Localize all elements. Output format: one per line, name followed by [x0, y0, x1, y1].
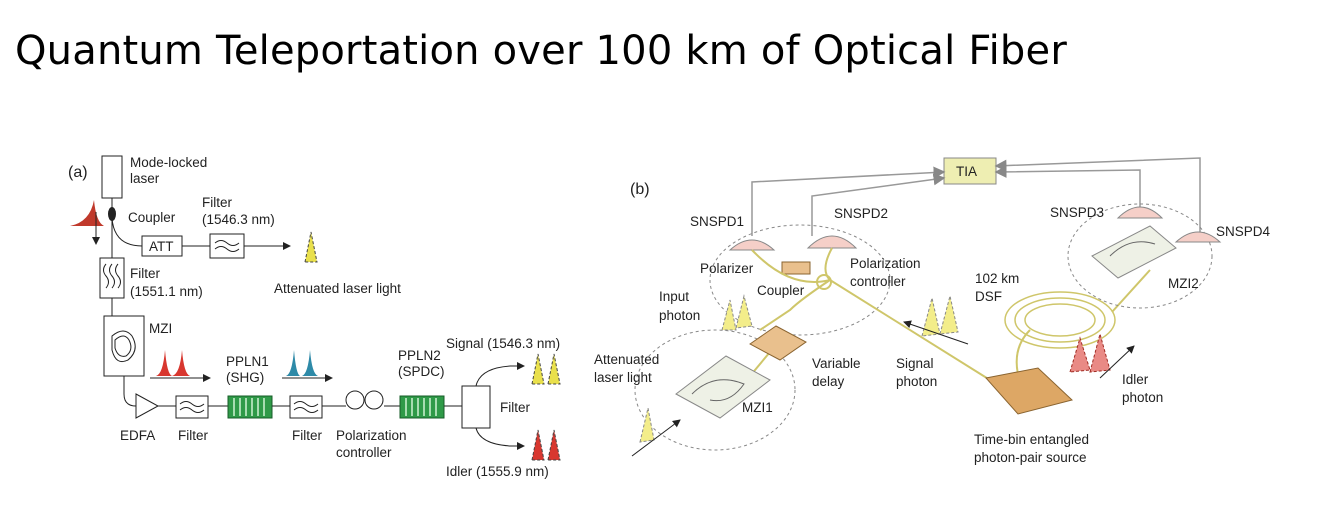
- signal-pulses-icon: [531, 353, 561, 385]
- idler-photon-label-1: Idler: [1122, 372, 1149, 387]
- coupler-b-label: Coupler: [757, 283, 805, 298]
- edfa-label: EDFA: [120, 428, 155, 443]
- panel-a-label: (a): [68, 164, 88, 181]
- pol-controller-b-label-1: Polarization: [850, 256, 921, 271]
- mzi1-label: MZI1: [742, 400, 773, 415]
- snspd1-label: SNSPD1: [690, 214, 744, 229]
- source-label-1: Time-bin entangled: [974, 432, 1089, 447]
- signal-label: Signal (1546.3 nm): [446, 336, 560, 351]
- mzi-label: MZI: [149, 321, 172, 336]
- attenuated-light-label: Attenuated laser light: [274, 281, 401, 296]
- detection-region-1: [709, 224, 891, 336]
- attenuated-b-label-1: Attenuated: [594, 352, 659, 367]
- mzi-box: [103, 315, 145, 377]
- pair-source-box: [985, 367, 1074, 415]
- filter-top-label-2: (1546.3 nm): [202, 212, 275, 227]
- filter-top-label-1: Filter: [202, 195, 233, 210]
- mzi2-label: MZI2: [1168, 276, 1199, 291]
- idler-label: Idler (1555.9 nm): [446, 464, 549, 479]
- interferometer-region: [634, 329, 796, 451]
- idler-photon-pulses-icon: [1069, 332, 1111, 373]
- attenuated-pulse-icon: [304, 231, 318, 263]
- filter-bottom2-label: Filter: [292, 428, 323, 443]
- snspd2-label: SNSPD2: [834, 206, 888, 221]
- mode-locked-laser-box: [101, 155, 123, 199]
- filter-left-label-1: Filter: [130, 266, 161, 281]
- filter-1546-box: [209, 233, 245, 259]
- panel-b: (b) TIA SNSPD1 SNSPD2 Polarizer Coupler …: [594, 157, 1271, 465]
- snspd4-icon: [1174, 231, 1222, 243]
- polarizer-icon: [781, 261, 811, 275]
- variable-delay-label-2: delay: [812, 374, 845, 389]
- pol-paddle-2-icon: [364, 390, 384, 410]
- signal-photon-pulses-icon: [921, 295, 959, 337]
- shg-pulses-icon: [286, 350, 318, 376]
- polarizer-label: Polarizer: [700, 261, 754, 276]
- attenuated-pulse-b-icon: [639, 407, 655, 443]
- slide-title: Quantum Teleportation over 100 km of Opt…: [15, 28, 1067, 74]
- filter-left-label-2: (1551.1 nm): [130, 284, 203, 299]
- demux-filter-label: Filter: [500, 400, 531, 415]
- pol-controller-label-2: controller: [336, 445, 392, 460]
- snspd3-label: SNSPD3: [1050, 205, 1104, 220]
- snspd2-icon: [806, 235, 858, 249]
- mzi2-box: [1091, 225, 1177, 279]
- edfa-icon: [135, 393, 160, 419]
- filter-wave-icon: [214, 240, 240, 252]
- tia-box: [943, 157, 997, 185]
- panel-b-label: (b): [630, 181, 650, 198]
- filter-bottom1-box: [175, 395, 209, 419]
- fiber-label-1: 102 km: [975, 271, 1019, 286]
- fiber-spool-icon: [1004, 291, 1116, 349]
- snspd1-icon: [728, 239, 776, 251]
- source-label-2: photon-pair source: [974, 450, 1087, 465]
- mzi-loop-icon: [111, 330, 136, 363]
- input-photon-pulses-icon: [721, 294, 753, 331]
- pol-controller-b-icon: [816, 274, 832, 290]
- filter-bottom1-label: Filter: [178, 428, 209, 443]
- input-photon-label-2: photon: [659, 308, 700, 323]
- pol-paddle-1-icon: [345, 390, 365, 410]
- laser-label-1: Mode-locked: [130, 155, 207, 170]
- demux-filter-box: [461, 385, 491, 429]
- ppln1-label-1: PPLN1: [226, 354, 269, 369]
- input-photon-label-1: Input: [659, 289, 689, 304]
- ppln1-label-2: (SHG): [226, 370, 264, 385]
- pol-controller-b-label-2: controller: [850, 274, 906, 289]
- filter-bottom2-box: [289, 395, 323, 419]
- ppln2-label-1: PPLN2: [398, 348, 441, 363]
- pump-pulses-icon: [156, 350, 190, 376]
- coupler-label: Coupler: [128, 210, 176, 225]
- signal-photon-label-2: photon: [896, 374, 937, 389]
- filter-wave-vertical-icon: [103, 263, 121, 289]
- pol-controller-label-1: Polarization: [336, 428, 407, 443]
- ppln2-label-2: (SPDC): [398, 364, 445, 379]
- variable-delay-label-1: Variable: [812, 356, 861, 371]
- detection-region-2: [1067, 203, 1213, 309]
- variable-delay-box: [749, 325, 807, 361]
- panel-a: (a) Mode-locked laser Coupler ATT Filter…: [68, 155, 561, 479]
- snspd3-icon: [1116, 206, 1164, 219]
- mzi1-box: [675, 355, 771, 419]
- idler-photon-label-2: photon: [1122, 390, 1163, 405]
- att-label: ATT: [149, 239, 174, 254]
- laser-label-2: laser: [130, 171, 160, 186]
- laser-pulse-icon: [70, 200, 104, 226]
- tia-label: TIA: [956, 164, 977, 179]
- snspd4-label: SNSPD4: [1216, 224, 1271, 239]
- signal-photon-label-1: Signal: [896, 356, 934, 371]
- attenuated-b-label-2: laser light: [594, 370, 652, 385]
- idler-pulses-icon: [531, 429, 561, 461]
- fiber-label-2: DSF: [975, 289, 1002, 304]
